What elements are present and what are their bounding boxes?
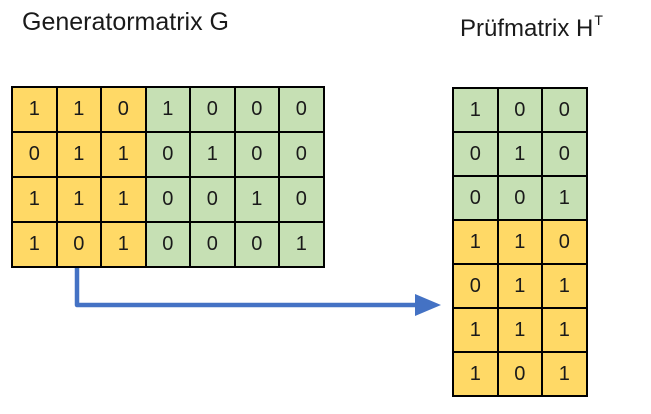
matrix-cell: 1 xyxy=(56,177,101,222)
matrix-cell: 1 xyxy=(542,308,587,352)
matrix-cell: 0 xyxy=(279,177,324,222)
matrix-cell: 1 xyxy=(101,177,146,222)
matrix-cell: 1 xyxy=(453,308,498,352)
matrix-cell: 1 xyxy=(12,177,57,222)
matrix-cell: 0 xyxy=(542,132,587,176)
matrix-cell: 1 xyxy=(497,132,542,176)
matrix-cell: 1 xyxy=(56,87,101,132)
arrow-line xyxy=(74,268,416,308)
matrix-cell: 0 xyxy=(279,132,324,177)
matrix-cell: 1 xyxy=(145,87,190,132)
matrix-cell: 0 xyxy=(234,132,279,177)
matrix-cell: 0 xyxy=(145,222,190,267)
matrix-cell: 0 xyxy=(497,88,542,132)
matrix-cell: 1 xyxy=(279,222,324,267)
matrix-cell: 1 xyxy=(453,352,498,396)
pruefmatrix-title-base: Prüfmatrix H xyxy=(460,15,594,42)
matrix-cell: 1 xyxy=(101,132,146,177)
matrix-cell: 0 xyxy=(497,176,542,220)
matrix-cell: 0 xyxy=(56,222,101,267)
matrix-cell: 0 xyxy=(497,352,542,396)
matrix-cell: 0 xyxy=(101,87,146,132)
matrix-cell: 0 xyxy=(453,264,498,308)
pruefmatrix-title: Prüfmatrix HT xyxy=(460,12,603,43)
matrix-cell: 0 xyxy=(453,176,498,220)
matrix-cell: 1 xyxy=(12,222,57,267)
matrix-cell: 1 xyxy=(453,88,498,132)
matrix-cell: 0 xyxy=(190,177,235,222)
matrix-cell: 1 xyxy=(190,132,235,177)
matrix-cell: 1 xyxy=(497,264,542,308)
arrow-head xyxy=(415,294,441,316)
matrix-cell: 1 xyxy=(234,177,279,222)
matrix-cell: 1 xyxy=(542,264,587,308)
matrix-cell: 1 xyxy=(542,352,587,396)
matrix-cell: 1 xyxy=(101,222,146,267)
matrix-cell: 1 xyxy=(542,176,587,220)
matrix-cell: 0 xyxy=(145,177,190,222)
matrix-cell: 0 xyxy=(190,222,235,267)
matrix-cell: 1 xyxy=(453,220,498,264)
pruefmatrix-title-superscript: T xyxy=(594,12,603,28)
matrix-cell: 1 xyxy=(12,87,57,132)
matrix-cell: 0 xyxy=(145,132,190,177)
matrix-cell: 0 xyxy=(453,132,498,176)
matrix-cell: 0 xyxy=(542,220,587,264)
matrix-cell: 0 xyxy=(542,88,587,132)
matrix-cell: 0 xyxy=(12,132,57,177)
matrix-cell: 0 xyxy=(234,87,279,132)
matrix-cell: 0 xyxy=(279,87,324,132)
matrix-cell: 1 xyxy=(56,132,101,177)
matrix-cell: 0 xyxy=(234,222,279,267)
matrix-cell: 0 xyxy=(190,87,235,132)
matrix-cell: 1 xyxy=(497,308,542,352)
generator-matrix-title: Generatormatrix G xyxy=(22,8,230,36)
matrix-cell: 1 xyxy=(497,220,542,264)
